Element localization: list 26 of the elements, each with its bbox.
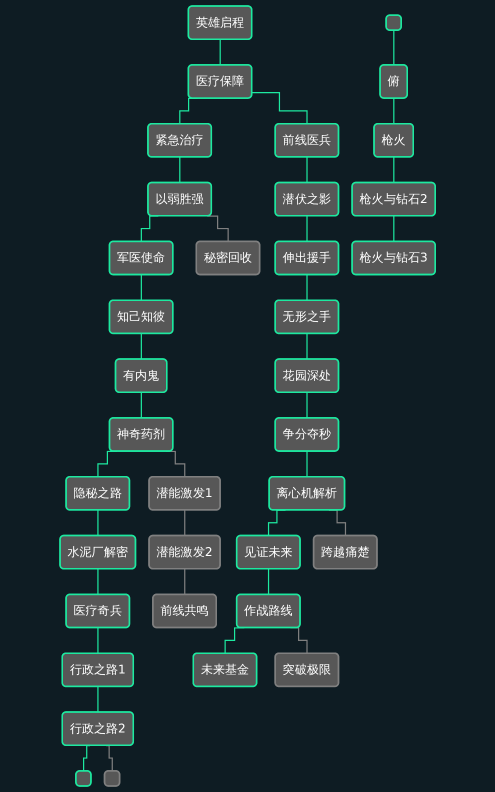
connector [97,568,99,596]
connector [106,745,113,772]
connector [82,745,90,772]
connector [306,333,308,360]
connector [268,568,270,596]
connector [393,98,394,125]
connector [97,510,99,537]
connector [184,510,186,537]
connector [179,156,180,184]
connector [97,686,99,714]
connector [140,392,142,419]
connector [219,39,221,66]
connector [306,156,308,184]
connector [140,274,142,302]
connector [306,392,308,419]
connector [140,333,142,360]
connector [252,92,308,125]
connector [306,450,308,478]
connector [306,274,308,302]
connector [393,216,394,242]
connector [184,568,186,596]
connector [393,156,394,184]
connector [306,216,308,242]
connector [207,216,229,242]
connector [97,627,99,654]
connector [393,30,394,66]
